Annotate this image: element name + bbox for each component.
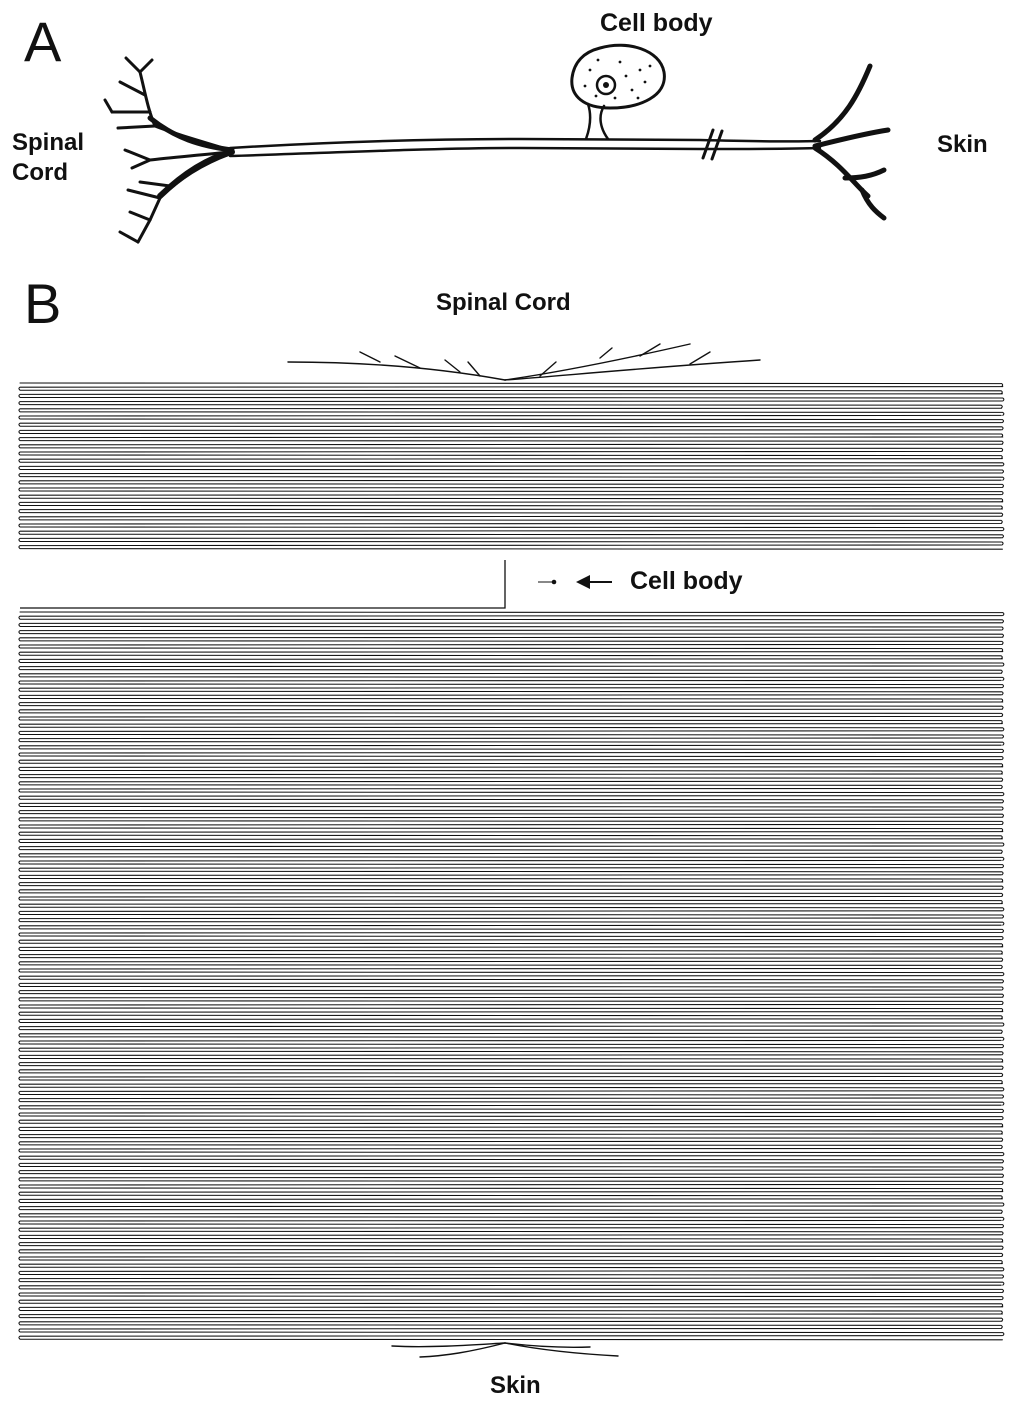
central-root-upper xyxy=(147,115,235,153)
cell-nucleus xyxy=(595,74,617,96)
axon-upper-edge xyxy=(228,137,822,150)
cell-body xyxy=(570,43,666,110)
skin-branches xyxy=(391,1342,619,1358)
panel-b-skin-label: Skin xyxy=(490,1372,541,1399)
cell-stem-right xyxy=(599,104,610,141)
cell-body-dot xyxy=(551,579,557,585)
cell-stipple xyxy=(583,58,652,100)
fibre-rows xyxy=(18,611,1005,1341)
panel-a-letter: A xyxy=(24,10,62,73)
panel-a-neuron xyxy=(103,43,891,244)
cell-stem-left xyxy=(584,102,592,141)
central-root-thick xyxy=(157,149,235,199)
panel-a-spinal-cord-label: Spinal Cord xyxy=(12,128,84,188)
axon-break-2 xyxy=(710,129,724,161)
panel-a-cell-body-label: Cell body xyxy=(600,9,713,37)
cell-body-gap-bracket xyxy=(20,560,506,609)
panel-b-cell-body-label: Cell body xyxy=(630,567,743,595)
panel-b-fibres xyxy=(18,343,1005,1358)
fibre-rows xyxy=(18,382,1005,550)
fibre-stack xyxy=(18,382,1005,1341)
axon-break-1 xyxy=(701,128,715,160)
panel-b-letter: B xyxy=(24,272,62,335)
panel-a-skin-label: Skin xyxy=(937,131,988,158)
axon-lower-edge xyxy=(228,146,822,158)
panel-b-spinal-cord-label: Spinal Cord xyxy=(436,289,571,316)
spinal-label-line-1: Spinal xyxy=(12,129,85,156)
cell-body-arrow xyxy=(576,575,612,589)
peripheral-branches xyxy=(812,63,891,221)
spinal-label-line-2: Cord xyxy=(12,159,68,186)
central-branches xyxy=(103,56,232,244)
spinal-cord-branches xyxy=(287,343,761,381)
